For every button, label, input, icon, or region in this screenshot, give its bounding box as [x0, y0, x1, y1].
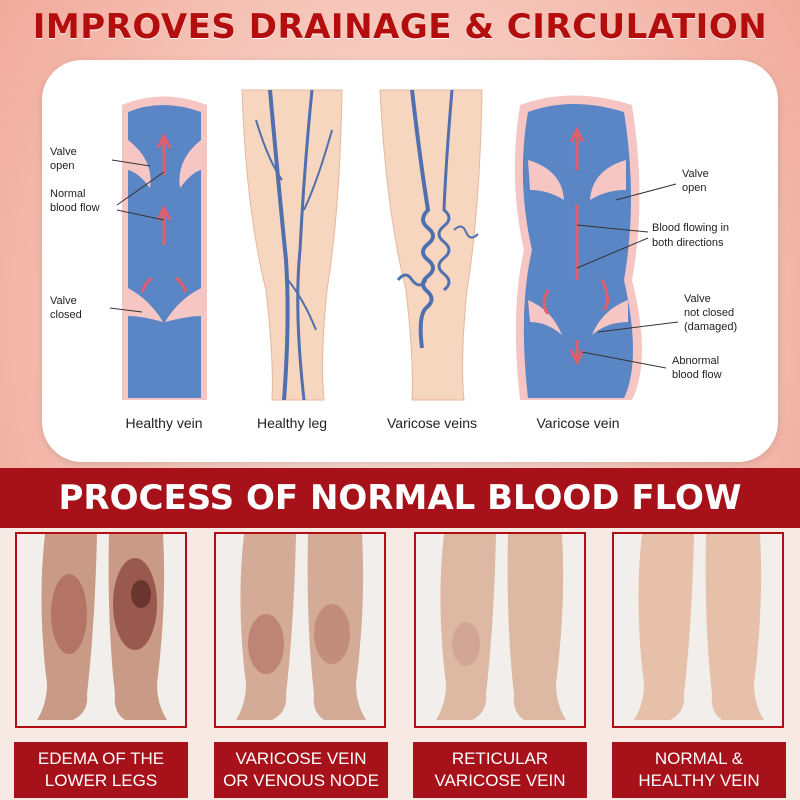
- caption-varicose-vein: Varicose vein: [536, 415, 619, 431]
- label-valve-open-2: open: [50, 160, 74, 172]
- caption-stage-varicose: VARICOSE VEIN OR VENOUS NODE: [214, 742, 388, 798]
- label-both-directions-2: both directions: [652, 237, 724, 249]
- varicose-leg-illustration: [379, 89, 483, 401]
- label-normal-flow: Normal: [50, 188, 85, 200]
- caption-line-1: EDEMA OF THE: [37, 749, 165, 768]
- label-vv-valve-open-2: open: [682, 182, 706, 194]
- caption-line-1: RETICULAR: [451, 749, 549, 768]
- label-not-closed-2: not closed: [684, 307, 734, 319]
- legs-image: [416, 534, 584, 726]
- caption-line-2: VARICOSE VEIN: [434, 771, 566, 790]
- photo-stage-healthy: [612, 532, 784, 728]
- caption-line-2: OR VENOUS NODE: [223, 771, 379, 790]
- label-abnormal-flow-2: blood flow: [672, 369, 722, 381]
- photo-stage-reticular: [414, 532, 586, 728]
- vein-diagram: Valve open Normal blood flow Valve close…: [50, 89, 737, 431]
- label-normal-flow-2: blood flow: [50, 202, 100, 214]
- caption-stage-reticular: RETICULAR VARICOSE VEIN: [413, 742, 587, 798]
- legs-image: [216, 534, 384, 726]
- page-title: IMPROVES DRAINAGE & CIRCULATION: [32, 7, 768, 47]
- legs-image: [614, 534, 782, 726]
- label-valve-closed: Valve: [50, 295, 77, 307]
- label-both-directions: Blood flowing in: [652, 222, 729, 234]
- varicose-vein-illustration: [514, 95, 679, 400]
- label-not-closed-3: (damaged): [684, 321, 737, 333]
- label-not-closed: Valve: [684, 293, 711, 305]
- caption-line-2: LOWER LEGS: [44, 771, 158, 790]
- healthy-vein-illustration: [109, 96, 207, 400]
- healthy-leg-illustration: [241, 89, 343, 401]
- caption-line-1: VARICOSE VEIN: [235, 749, 367, 768]
- caption-stage-healthy: NORMAL & HEALTHY VEIN: [612, 742, 786, 798]
- caption-varicose-veins: Varicose veins: [387, 415, 477, 431]
- process-banner: PROCESS OF NORMAL BLOOD FLOW: [0, 468, 800, 528]
- photo-stage-edema: [15, 532, 187, 728]
- caption-line-2: HEALTHY VEIN: [638, 771, 760, 790]
- label-abnormal-flow: Abnormal: [672, 355, 719, 367]
- legs-image: [17, 534, 185, 726]
- vein-diagram-card: Valve open Normal blood flow Valve close…: [42, 60, 778, 462]
- label-vv-valve-open: Valve: [682, 168, 709, 180]
- caption-healthy-leg: Healthy leg: [257, 415, 327, 431]
- caption-stage-edema: EDEMA OF THE LOWER LEGS: [14, 742, 188, 798]
- stages-section: EDEMA OF THE LOWER LEGS VARICOSE VEIN OR…: [0, 528, 800, 800]
- caption-healthy-vein: Healthy vein: [125, 415, 202, 431]
- label-valve-closed-2: closed: [50, 309, 82, 321]
- caption-line-1: NORMAL &: [654, 749, 744, 768]
- label-valve-open: Valve: [50, 146, 77, 158]
- photo-stage-varicose: [214, 532, 386, 728]
